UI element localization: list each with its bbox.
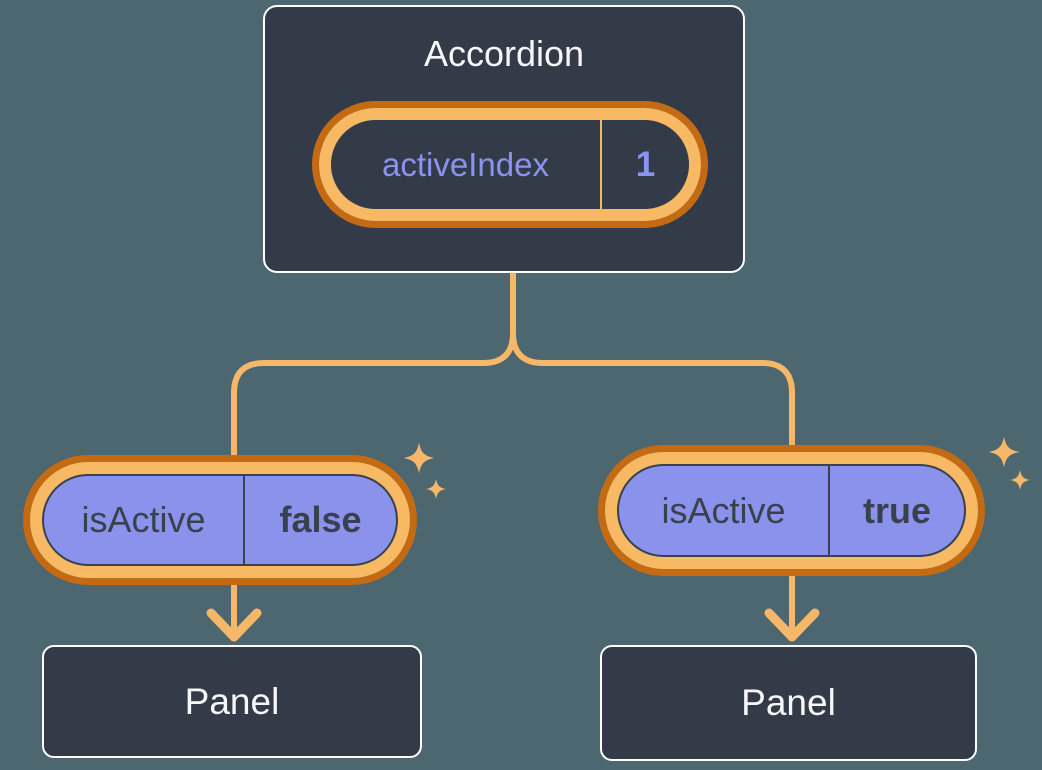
pill-divider	[828, 466, 830, 555]
sparkle-icon	[426, 479, 446, 499]
pill-ring: isActive true	[605, 452, 978, 569]
sparkle-icon	[403, 442, 435, 474]
connector-right-branch	[510, 271, 795, 631]
prop-pill-isactive-true: isActive true	[598, 445, 985, 576]
prop-pill-value: true	[862, 489, 931, 531]
panel-label: Panel	[741, 682, 836, 723]
panel-node-right: Panel	[600, 645, 977, 761]
arrow-down-icon	[206, 608, 262, 642]
pill-divider	[243, 476, 245, 564]
sparkle-icon	[988, 436, 1020, 468]
accordion-title: Accordion	[423, 33, 585, 74]
pill-body: isActive false	[42, 474, 398, 566]
pill-ring: isActive false	[30, 462, 410, 578]
prop-pill-value: false	[279, 499, 362, 540]
prop-pill-label: isActive	[81, 499, 206, 540]
panel-node-left: Panel	[42, 645, 422, 758]
state-pill-label: activeIndex	[382, 145, 549, 183]
sparkle-icon	[1010, 470, 1030, 490]
state-pill-activeindex: activeIndex 1	[312, 101, 708, 228]
pill-body: isActive true	[617, 464, 966, 557]
arrow-down-icon	[764, 608, 820, 642]
state-pill-value: 1	[635, 144, 656, 184]
connector-left-branch	[231, 271, 516, 631]
prop-pill-isactive-false: isActive false	[23, 455, 417, 585]
pill-divider	[600, 120, 602, 209]
pill-body: activeIndex 1	[331, 120, 689, 209]
panel-label: Panel	[184, 680, 280, 722]
pill-ring: activeIndex 1	[319, 108, 701, 221]
prop-pill-label: isActive	[661, 489, 786, 531]
